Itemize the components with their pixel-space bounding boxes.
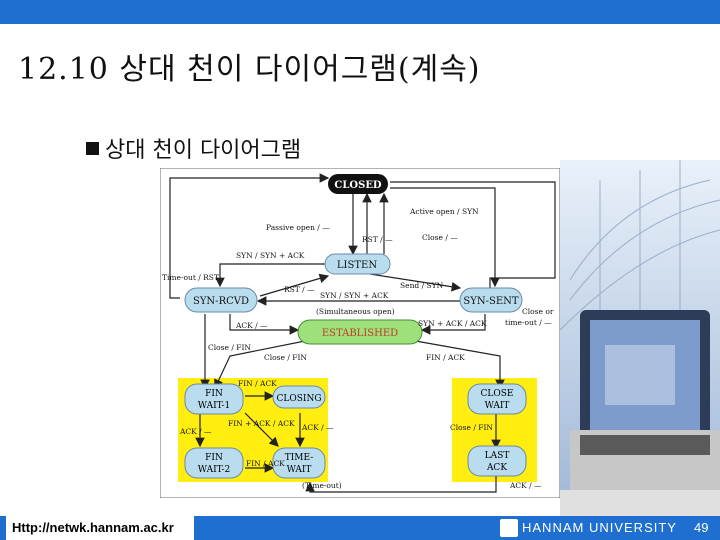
state-listen-label: LISTEN xyxy=(337,260,377,271)
state-syn-sent: SYN-SENT xyxy=(459,287,523,313)
state-syn-rcvd: SYN-RCVD xyxy=(184,287,258,313)
label-close-top: Close / — xyxy=(422,233,458,242)
label-syn-synack-sim: SYN / SYN + ACK xyxy=(320,291,389,300)
edge-rst-mid xyxy=(259,273,330,297)
label-fin-ack-1: FIN / ACK xyxy=(238,379,277,388)
footer-university: HANNAM UNIVERSITY xyxy=(522,520,677,535)
state-closing-label: CLOSING xyxy=(276,394,321,404)
label-active-open: Active open / SYN xyxy=(409,207,479,216)
edge-syn-synack xyxy=(215,263,325,288)
state-close-wait-line2: WAIT xyxy=(485,401,510,411)
edge-active-open xyxy=(390,187,500,288)
label-timeout-dash: time-out / — xyxy=(505,318,552,327)
slide-title: 12.10 상대 천이 다이어그램(계속) xyxy=(18,52,481,87)
label-rst-mid: RST / — xyxy=(284,285,315,294)
label-fin-ack-2: FIN / ACK xyxy=(246,459,285,468)
state-syn-rcvd-label: SYN-RCVD xyxy=(193,296,249,307)
state-established: ESTABLISHED xyxy=(297,319,423,345)
label-timeout-rst: Time-out / RST xyxy=(162,273,219,282)
bullet-square-icon xyxy=(86,141,99,155)
label-close-fin-left: Close / FIN xyxy=(208,343,251,352)
edge-ack-closed xyxy=(305,472,497,493)
state-fin-wait-2-line1: FIN xyxy=(205,453,223,463)
edge-fin-ack-right xyxy=(409,339,505,390)
label-passive-open: Passive open / — xyxy=(266,223,330,232)
university-logo-icon xyxy=(500,519,518,537)
edge-ack-established xyxy=(229,314,300,335)
label-close-fin-right: Close / FIN xyxy=(450,423,493,432)
label-fin-ack-right: FIN / ACK xyxy=(426,353,465,362)
edge-send-syn xyxy=(369,273,462,292)
label-ack-dash-2: ACK / — xyxy=(179,427,212,436)
edge-timeout-rst xyxy=(169,173,330,299)
state-closed-label: CLOSED xyxy=(334,180,382,191)
footer-url: Http://netwk.hannam.ac.kr xyxy=(6,516,194,540)
label-ack-dash-1: ACK / — xyxy=(235,321,268,330)
label-timeout-paren: (Time-out) xyxy=(302,481,342,490)
edge-finack-ack xyxy=(244,412,279,447)
state-fin-wait-2: FIN WAIT-2 xyxy=(184,447,244,479)
label-syn-synack: SYN / SYN + ACK xyxy=(236,251,305,260)
bullet-item: 상대 천이 다이어그램 xyxy=(86,132,301,164)
label-ack-dash-4: ACK / — xyxy=(509,481,542,490)
state-established-label: ESTABLISHED xyxy=(322,328,398,339)
label-send-syn: Send / SYN xyxy=(400,281,444,290)
bullet-text: 상대 천이 다이어그램 xyxy=(105,138,302,163)
state-fin-wait-2-line2: WAIT-2 xyxy=(198,465,230,475)
state-last-ack-line1: LAST xyxy=(485,451,510,461)
label-finack-ack: FIN + ACK / ACK xyxy=(228,419,295,428)
state-time-wait: TIME- WAIT xyxy=(272,447,326,479)
edge-close-fin-mid xyxy=(214,339,311,390)
state-close-wait-line1: CLOSE xyxy=(481,389,514,399)
state-fin-wait-1: FIN WAIT-1 xyxy=(184,383,244,415)
label-close-fin-mid: Close / FIN xyxy=(264,353,307,362)
state-fin-wait-1-line1: FIN xyxy=(205,389,223,399)
state-closed: CLOSED xyxy=(328,174,388,194)
label-rst-top: RST / — xyxy=(362,235,393,244)
background-computer-picture xyxy=(560,160,720,516)
edge-synack-ack xyxy=(420,314,486,335)
label-simultaneous: (Simultaneous open) xyxy=(316,307,395,316)
state-closing: CLOSING xyxy=(272,385,326,409)
state-time-wait-line2: WAIT xyxy=(287,465,312,475)
state-listen: LISTEN xyxy=(324,253,391,275)
state-last-ack: LAST ACK xyxy=(467,445,527,477)
top-bar xyxy=(0,0,720,24)
state-syn-sent-label: SYN-SENT xyxy=(463,296,518,307)
edge-close-timeout xyxy=(390,181,556,288)
state-transition-diagram: CLOSED LISTEN SYN-RCVD SYN-SENT ESTABLIS… xyxy=(160,168,560,498)
footer-bar: Http://netwk.hannam.ac.kr HANNAM UNIVERS… xyxy=(0,516,720,540)
label-ack-dash-3: ACK / — xyxy=(301,423,334,432)
state-fin-wait-1-line2: WAIT-1 xyxy=(198,401,230,411)
page-number: 49 xyxy=(694,520,709,535)
state-time-wait-line1: TIME- xyxy=(285,453,314,463)
label-close-or: Close or xyxy=(522,307,554,316)
label-synack-ack: SYN + ACK / ACK xyxy=(418,319,487,328)
state-last-ack-line2: ACK xyxy=(486,463,507,473)
state-close-wait: CLOSE WAIT xyxy=(467,383,527,415)
